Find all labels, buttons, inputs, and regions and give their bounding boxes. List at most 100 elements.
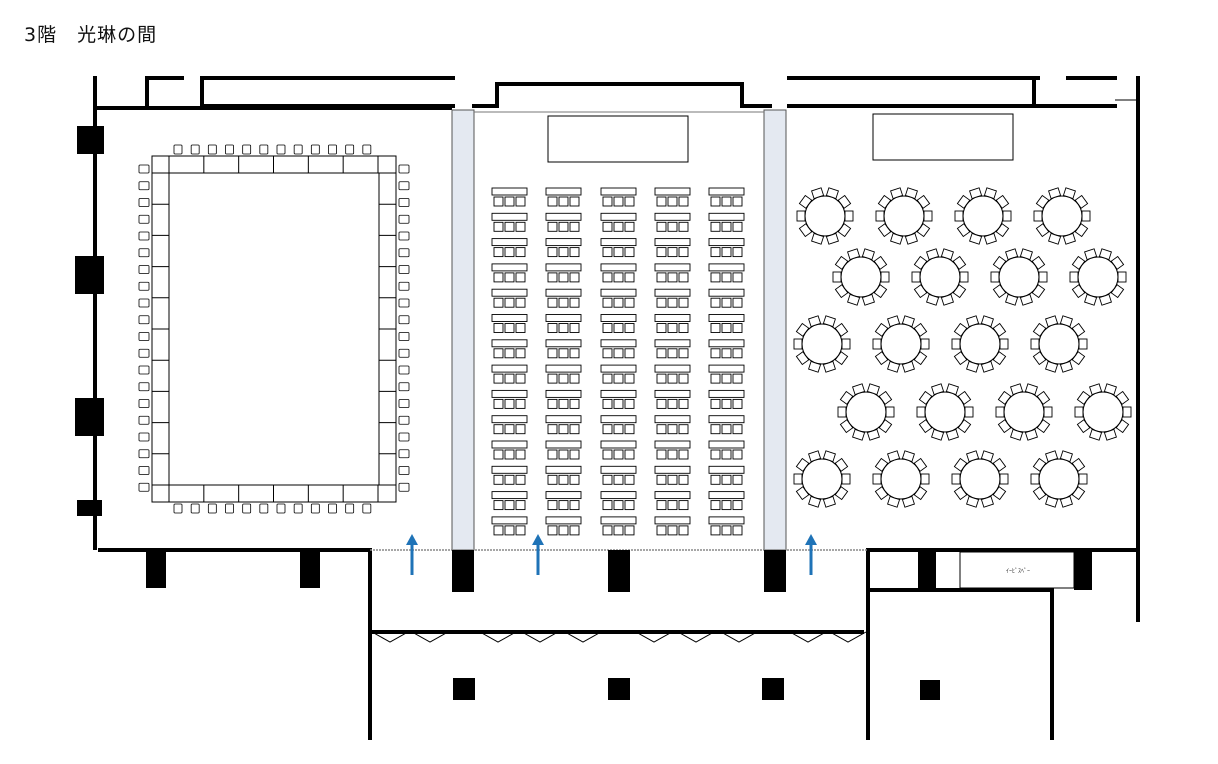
chair — [732, 474, 743, 485]
desk — [654, 491, 691, 500]
chair — [923, 210, 933, 222]
chair — [667, 424, 678, 435]
banquet-layout — [793, 187, 1132, 508]
desk-unit — [491, 339, 528, 359]
chair — [398, 281, 410, 291]
chair — [558, 449, 569, 460]
chair — [1069, 271, 1079, 283]
chair — [515, 272, 526, 283]
desk-unit — [654, 491, 691, 511]
desk-unit — [545, 288, 582, 308]
desk-unit — [654, 516, 691, 536]
desk — [654, 389, 691, 398]
chair — [398, 482, 410, 492]
chair — [832, 271, 842, 283]
chair — [721, 525, 732, 536]
desk-unit — [600, 415, 637, 435]
chair — [656, 221, 667, 232]
chair — [207, 144, 217, 155]
desk-unit — [600, 314, 637, 333]
chair — [624, 525, 635, 536]
desk — [545, 415, 582, 424]
chair — [558, 272, 569, 283]
door — [829, 631, 867, 643]
chair — [558, 373, 569, 384]
chair — [732, 525, 743, 536]
chair — [732, 500, 743, 511]
table-top — [840, 256, 882, 298]
desk-unit — [600, 364, 637, 384]
desk-unit — [654, 263, 691, 283]
chair — [1117, 271, 1127, 283]
desk — [600, 465, 637, 474]
chair — [398, 332, 410, 341]
round-table — [951, 315, 1009, 373]
desk-unit — [491, 187, 528, 207]
chair — [569, 348, 580, 359]
round-table — [796, 187, 854, 245]
chair — [138, 298, 150, 308]
desk — [708, 415, 745, 424]
chair — [678, 373, 689, 384]
chair — [138, 382, 150, 392]
desk — [654, 314, 691, 322]
chair — [493, 196, 504, 207]
desk — [654, 212, 691, 221]
chair — [613, 297, 624, 308]
chair — [173, 503, 183, 514]
desk — [600, 364, 637, 373]
chair — [875, 210, 885, 222]
chair — [493, 323, 504, 333]
desk — [600, 516, 637, 525]
chair — [602, 525, 613, 536]
chair — [1030, 338, 1040, 350]
desk-unit — [708, 491, 745, 511]
chair — [951, 338, 961, 350]
chair — [398, 365, 410, 375]
chair — [656, 247, 667, 258]
chair — [667, 449, 678, 460]
chair — [667, 525, 678, 536]
chair — [710, 323, 721, 333]
chair — [656, 398, 667, 409]
chair — [398, 181, 410, 191]
chair — [558, 196, 569, 207]
chair — [569, 525, 580, 536]
round-table — [954, 187, 1012, 245]
round-table — [1074, 383, 1132, 441]
desk-unit — [545, 516, 582, 536]
desk — [708, 389, 745, 398]
desk-unit — [545, 339, 582, 359]
door — [521, 631, 559, 643]
chair — [1043, 406, 1053, 418]
chair — [613, 525, 624, 536]
round-table — [875, 187, 933, 245]
chair — [547, 449, 558, 460]
chair — [624, 424, 635, 435]
chair — [885, 406, 895, 418]
chair — [732, 348, 743, 359]
desk — [545, 263, 582, 272]
chair — [1122, 406, 1132, 418]
chair — [569, 323, 580, 333]
desk-unit — [654, 187, 691, 207]
chair — [504, 247, 515, 258]
desk — [545, 187, 582, 196]
chair — [710, 500, 721, 511]
chair — [602, 221, 613, 232]
desk-unit — [600, 238, 637, 258]
chair — [569, 272, 580, 283]
door — [479, 631, 517, 643]
side-room — [959, 551, 1075, 589]
chair — [345, 503, 355, 514]
chair — [547, 398, 558, 409]
desk — [600, 415, 637, 424]
chair — [656, 525, 667, 536]
chair — [721, 373, 732, 384]
desk — [545, 238, 582, 247]
chair — [558, 297, 569, 308]
table-top — [845, 391, 887, 433]
chair — [138, 281, 150, 291]
desk — [600, 389, 637, 398]
desk-unit — [600, 263, 637, 283]
